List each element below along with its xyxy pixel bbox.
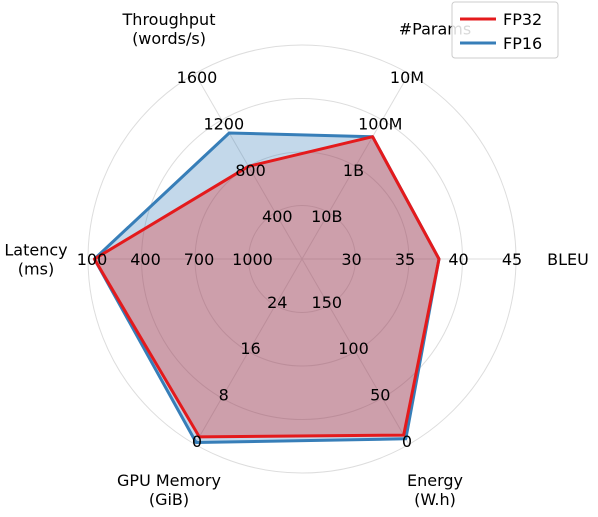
- axis-label: Throughput: [122, 10, 216, 29]
- axis-label: GPU Memory: [117, 471, 221, 490]
- tick-label: 100: [77, 250, 108, 269]
- legend-label-fp32: FP32: [503, 10, 542, 29]
- axis-label: Energy: [407, 471, 463, 490]
- tick-label: 45: [502, 250, 522, 269]
- tick-label: 10B: [311, 207, 342, 226]
- legend: FP32 FP16: [451, 1, 559, 59]
- series-fp32: [92, 135, 441, 439]
- tick-label: 40: [448, 250, 468, 269]
- tick-label: 1B: [343, 161, 364, 180]
- tick-label: 800: [235, 161, 266, 180]
- axis-label: (words/s): [132, 29, 206, 48]
- tick-label: 100M: [358, 115, 402, 134]
- tick-label: 30: [341, 250, 361, 269]
- tick-label: 700: [184, 250, 215, 269]
- grid-spoke-6: [301, 258, 410, 445]
- tick-label: 50: [370, 386, 390, 405]
- tick-label: 150: [312, 293, 343, 312]
- legend-label-fp16: FP16: [503, 34, 542, 53]
- tick-label: 16: [240, 339, 260, 358]
- tick-label: 10M: [390, 68, 424, 87]
- tick-label: 35: [395, 250, 415, 269]
- tick-label: 0: [402, 432, 412, 451]
- axis-label: BLEU: [547, 250, 589, 269]
- tick-label: 1600: [177, 68, 218, 87]
- tick-label: 0: [192, 432, 202, 451]
- series-polygons: [92, 131, 441, 444]
- tick-label: 400: [130, 250, 161, 269]
- axis-label: (W.h): [414, 490, 456, 509]
- grid-spoke-2: [301, 73, 410, 260]
- axis-label: (ms): [18, 260, 54, 279]
- grid-spoke-5: [194, 258, 303, 445]
- axis-label: (GiB): [149, 490, 189, 509]
- axis-label: Latency: [4, 241, 67, 260]
- tick-label: 400: [262, 207, 293, 226]
- tick-label: 1200: [203, 115, 244, 134]
- tick-label: 8: [219, 386, 229, 405]
- tick-label: 24: [267, 293, 287, 312]
- tick-label: 1000: [232, 250, 273, 269]
- axis-labels: BLEU#ParamsThroughput(words/s)Latency(ms…: [4, 10, 588, 509]
- tick-label: 100: [338, 339, 369, 358]
